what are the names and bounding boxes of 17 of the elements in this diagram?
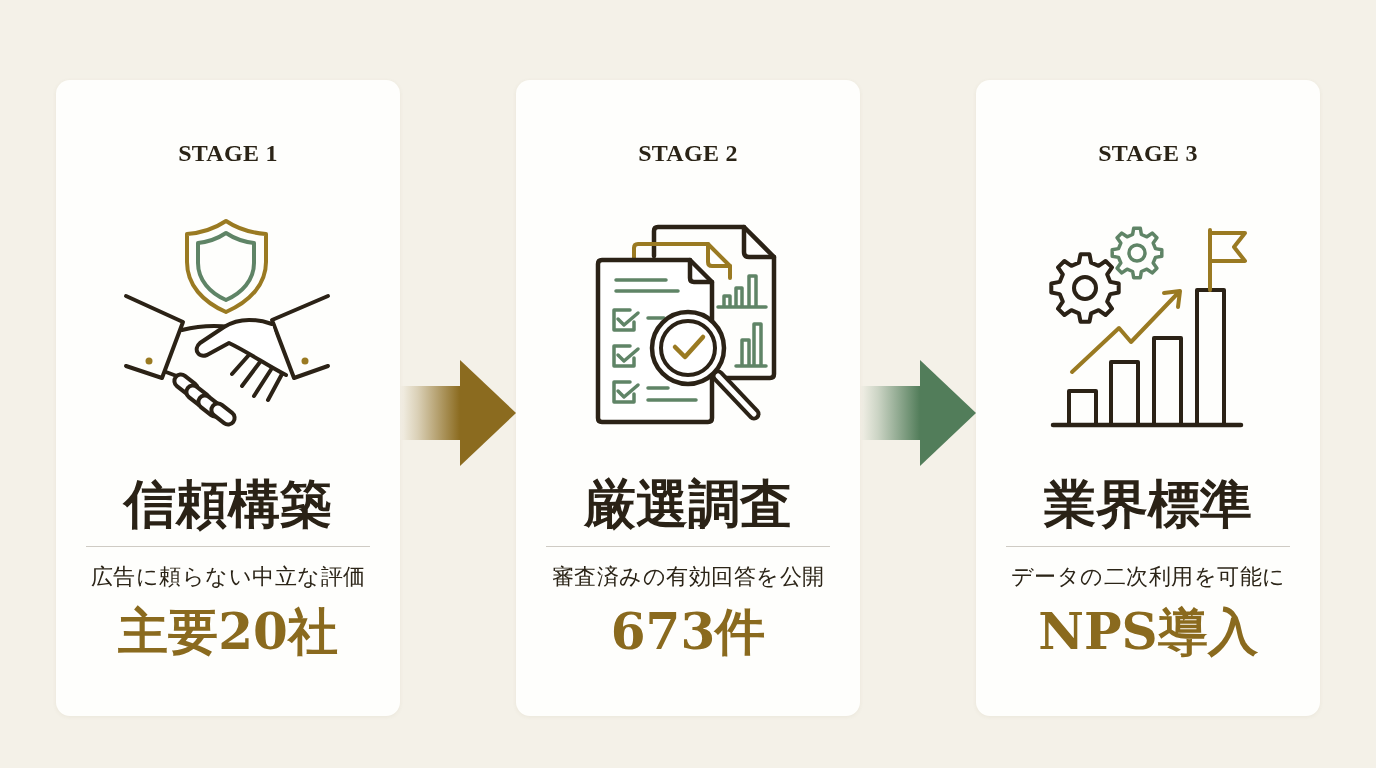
- stage-label: STAGE 1: [178, 139, 278, 168]
- block-arrow: [860, 360, 976, 466]
- stage-title: 業界標準: [1044, 473, 1252, 536]
- stage-description: 広告に頼らない中立な評価: [90, 564, 366, 591]
- stage-description: 審査済みの有効回答を公開: [551, 564, 825, 591]
- stage-title: 信頼構築: [124, 473, 332, 536]
- stage-card: [516, 80, 860, 716]
- stage-description: データの二次利用を可能に: [1010, 564, 1286, 591]
- stage-metric: NPS導入: [1038, 602, 1258, 662]
- block-arrow: [400, 360, 516, 466]
- stage-title: 厳選調査: [584, 473, 792, 536]
- stage-metric: 673件: [610, 602, 766, 662]
- stage-card: [56, 80, 400, 716]
- stage-label: STAGE 3: [1098, 139, 1198, 168]
- stage-card: [976, 80, 1320, 716]
- stage-label: STAGE 2: [638, 139, 738, 168]
- stage-metric: 主要20社: [118, 602, 338, 662]
